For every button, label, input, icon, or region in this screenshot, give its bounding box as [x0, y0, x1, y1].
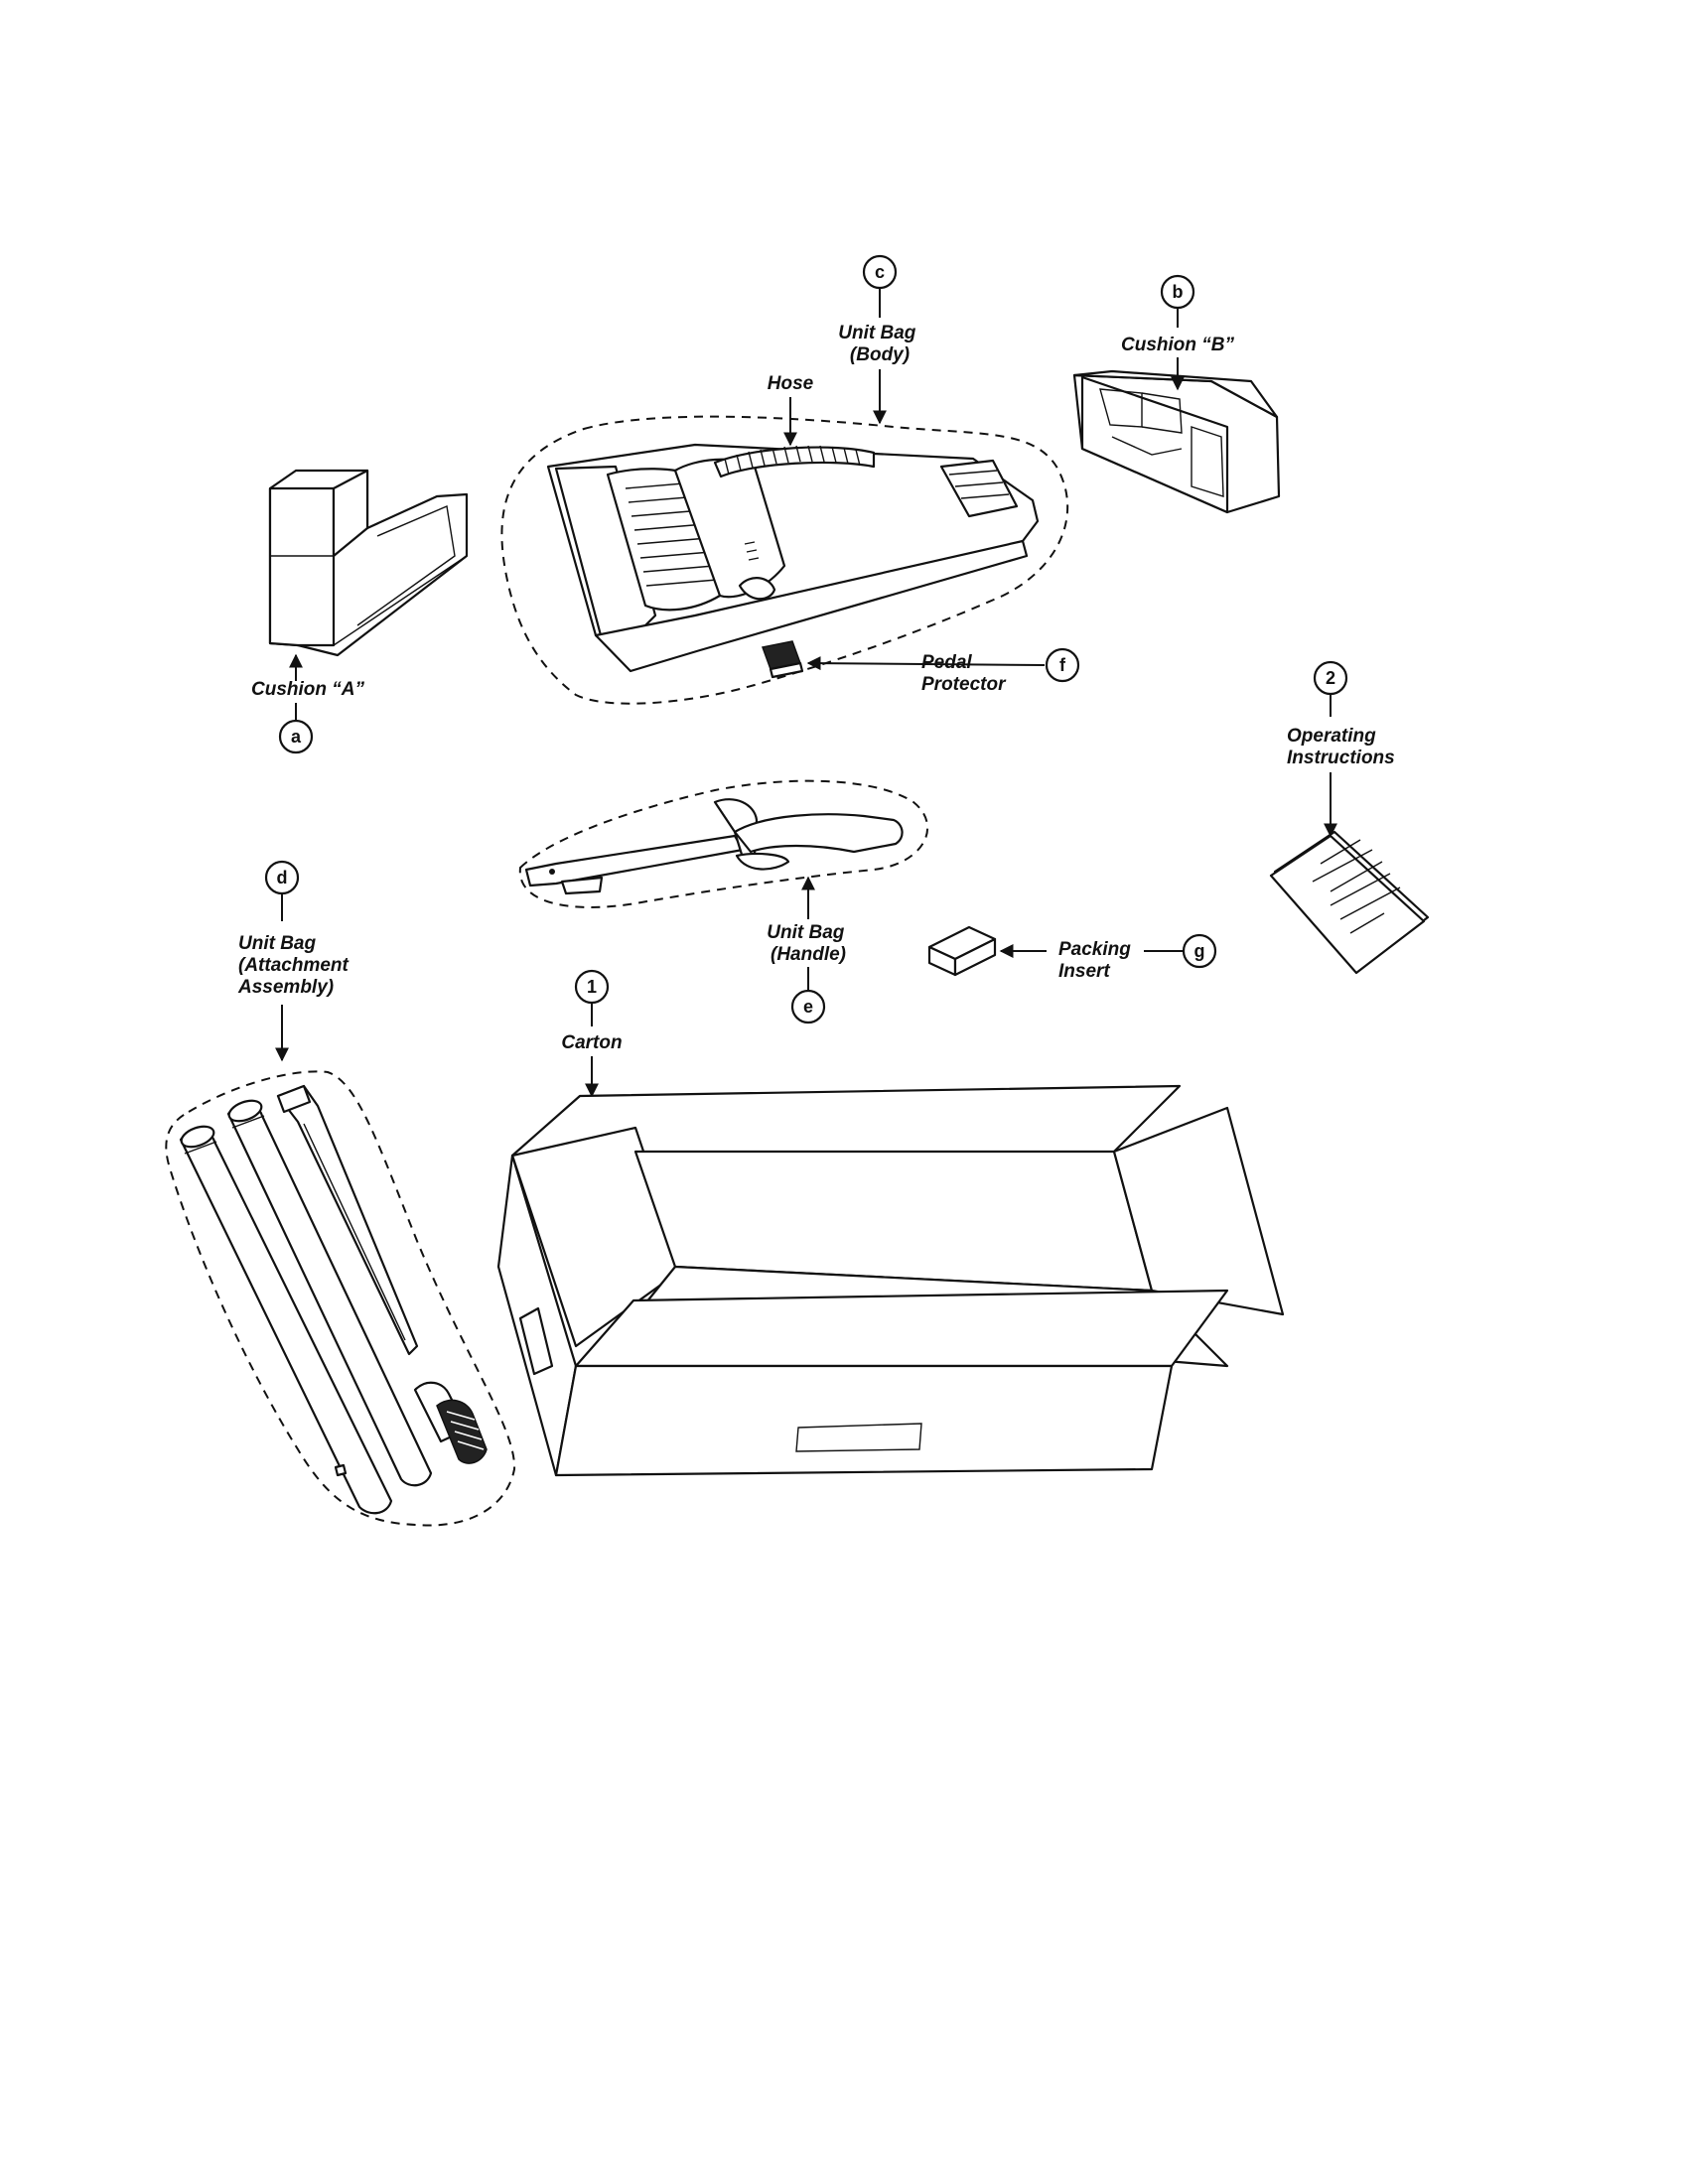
callout-c-label: Unit Bag (Body)	[838, 323, 920, 365]
packing-insert	[927, 925, 997, 977]
callout-e-label: Unit Bag (Handle)	[767, 922, 849, 965]
callout-c: c Unit Bag (Body)	[838, 254, 920, 425]
callout-e-id: e	[803, 997, 813, 1017]
callout-1-label: Carton	[561, 1032, 622, 1053]
callout-g-label: Packing Insert	[1058, 939, 1136, 982]
unit-bag-handle	[518, 779, 929, 908]
callout-b-id: b	[1173, 282, 1184, 302]
callout-d-id: d	[277, 868, 288, 887]
callout-2-id: 2	[1326, 668, 1335, 688]
callout-2: 2 Operating Instructions	[1287, 660, 1395, 838]
callout-d-label: Unit Bag (Attachment Assembly)	[237, 933, 353, 998]
unit-bag-handle-outline	[518, 779, 929, 908]
callout-g-id: g	[1194, 941, 1205, 961]
callout-g-bubble	[1182, 933, 1217, 969]
unit-bag-attachment-assembly	[165, 1070, 516, 1527]
callout-a: Cushion “A” a	[251, 653, 364, 754]
callout-2-label: Operating Instructions	[1287, 726, 1395, 768]
callout-f-label: Pedal Protector	[921, 652, 1007, 695]
callout-a-id: a	[291, 727, 302, 747]
cushion-b	[1072, 369, 1281, 514]
unit-bag-attachment-outline	[165, 1070, 516, 1527]
callout-a-bubble	[278, 719, 314, 754]
hose-callout: Hose	[768, 373, 814, 447]
unit-bag-body-outline	[500, 415, 1069, 705]
callout-1-id: 1	[587, 977, 597, 997]
callout-e-bubble	[790, 989, 826, 1024]
callout-e: Unit Bag (Handle) e	[767, 876, 849, 1024]
callout-c-id: c	[875, 262, 885, 282]
callout-f-bubble	[1045, 647, 1080, 683]
callout-f-id: f	[1059, 655, 1066, 675]
carton	[496, 1084, 1285, 1477]
callout-b-label: Cushion “B”	[1121, 335, 1234, 355]
callout-a-label: Cushion “A”	[251, 679, 364, 700]
callout-d: d Unit Bag (Attachment Assembly)	[237, 860, 353, 1062]
operating-instructions-sheet	[1269, 830, 1430, 975]
cushion-a	[268, 469, 469, 657]
callout-b: b Cushion “B”	[1121, 274, 1234, 391]
hose-label: Hose	[768, 373, 814, 394]
callout-g: Packing Insert g	[999, 933, 1217, 982]
unit-bag-body	[500, 415, 1069, 705]
callout-1: 1 Carton	[561, 969, 623, 1098]
callout-f: f Pedal Protector	[806, 647, 1080, 695]
pedal-protector	[761, 640, 804, 679]
